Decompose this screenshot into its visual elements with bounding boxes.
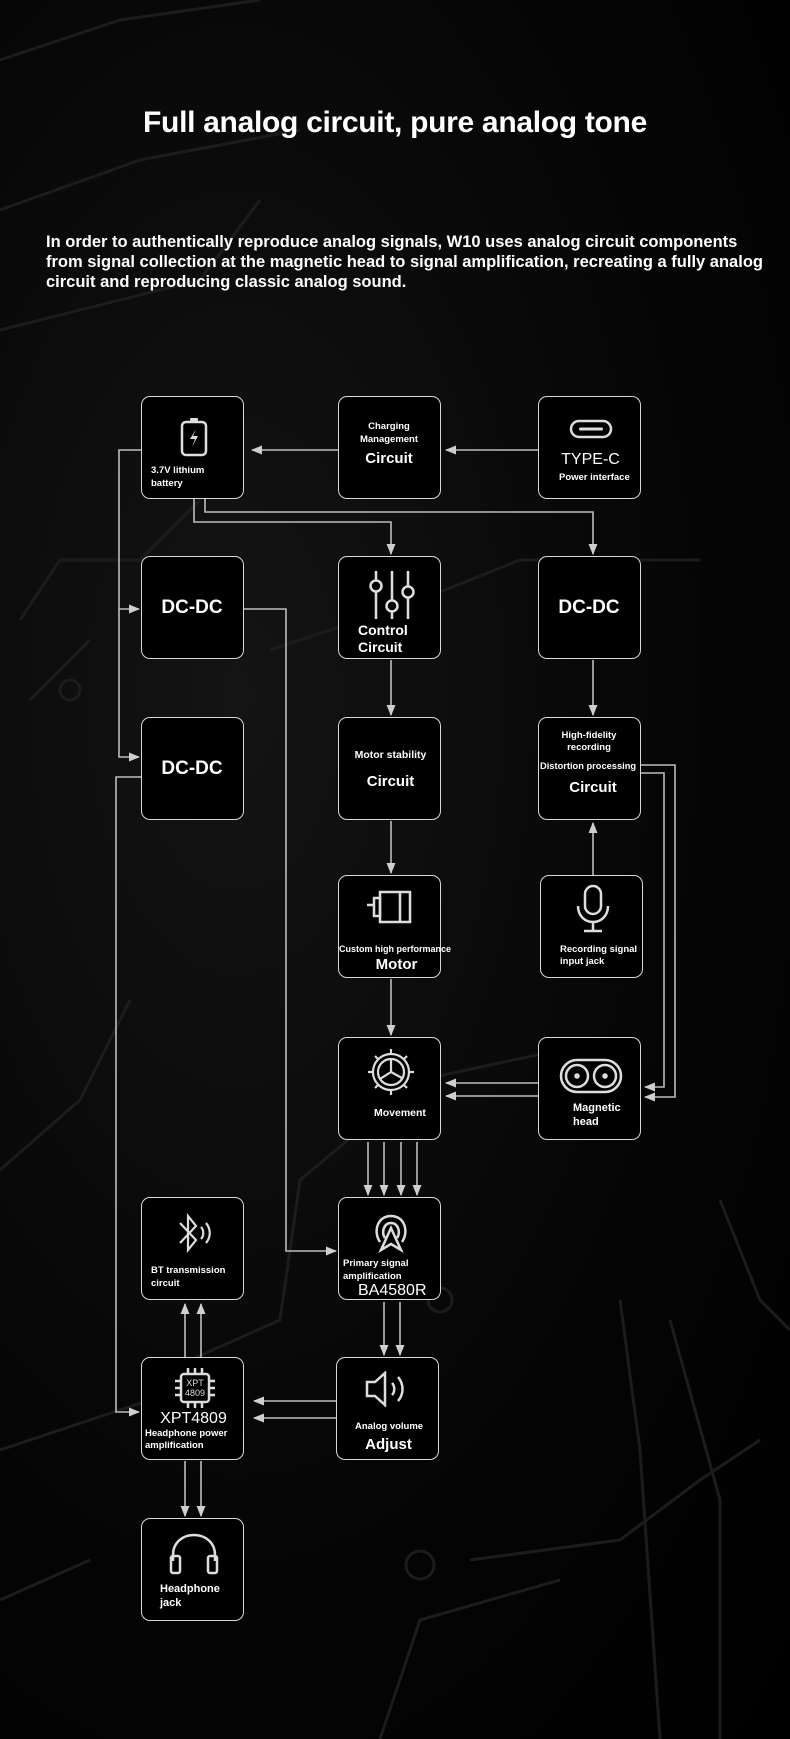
analog-volume-block: Analog volume Adjust — [336, 1357, 439, 1460]
battery-icon — [180, 418, 208, 457]
sliders-icon — [369, 571, 415, 619]
charging-management-block: Charging Management Circuit — [338, 396, 441, 499]
gear-icon — [368, 1049, 414, 1095]
motor-stability-main: Circuit — [366, 773, 415, 790]
bt-transmission-block: BT transmission circuit — [141, 1197, 244, 1300]
headphone-label-2: jack — [160, 1597, 182, 1609]
xpt4809-block: XPT 4809 XPT4809 Headphone power amplifi… — [141, 1357, 244, 1460]
headphone-jack-block: Headphone jack — [141, 1518, 244, 1621]
headphone-label-1: Headphone — [160, 1583, 220, 1595]
control-circuit-block: Control Circuit — [338, 556, 441, 659]
tape-head-icon — [559, 1058, 623, 1094]
control-label-2: Circuit — [358, 639, 403, 655]
volume-label: Adjust — [365, 1436, 412, 1453]
wire-hifi-to-head-1 — [641, 764, 676, 1102]
chip-text-2: 4809 — [185, 1388, 205, 1398]
mic-label-1: Recording signal — [560, 944, 638, 955]
dcdc1-label: DC-DC — [161, 597, 223, 618]
motor-icon — [367, 890, 412, 924]
wire-battery-to-dcdc3 — [204, 499, 598, 556]
microphone-icon — [576, 884, 610, 933]
battery-label-1: 3.7V lithium — [151, 465, 205, 476]
primary-label-2: amplification — [343, 1271, 402, 1282]
motor-block: Custom high performance Motor — [338, 875, 452, 978]
xpt-label: XPT4809 — [160, 1410, 227, 1427]
magnetic-head-label-2: head — [573, 1116, 599, 1128]
wire-battery-to-control — [193, 499, 396, 556]
motor-stability-block: Motor stability Circuit — [338, 717, 441, 820]
movement-label: Movement — [374, 1107, 426, 1119]
battery-label-2: battery — [151, 478, 183, 489]
bluetooth-icon — [179, 1212, 211, 1254]
primary-label-1: Primary signal — [343, 1258, 409, 1269]
battery-block: 3.7V lithium battery — [141, 396, 244, 499]
primary-amplification-block: Primary signal amplification BA4580R — [338, 1197, 441, 1300]
speaker-icon — [365, 1371, 404, 1407]
chip-text-1: XPT — [186, 1378, 204, 1388]
chip-icon: XPT 4809 — [175, 1368, 215, 1408]
usb-c-icon — [569, 419, 613, 439]
xpt-label-2: amplification — [145, 1440, 204, 1451]
hifi-recording-block: High-fidelity recording Distortion proce… — [538, 717, 641, 820]
signal-antenna-icon — [375, 1214, 407, 1254]
typec-sublabel: Power interface — [559, 472, 630, 483]
motor-label: Motor — [375, 956, 418, 973]
motor-sublabel: Custom high performance — [339, 944, 452, 954]
hifi-label-1: High-fidelity — [561, 730, 617, 741]
magnetic-head-block: Magnetic head — [538, 1037, 641, 1140]
mic-label-2: input jack — [560, 956, 605, 967]
magnetic-head-label-1: Magnetic — [573, 1102, 621, 1114]
control-label-1: Control — [358, 622, 408, 638]
charging-label-1: Charging — [368, 421, 410, 432]
dcdc2-label: DC-DC — [161, 758, 223, 779]
wire-hifi-to-head-2 — [641, 772, 665, 1092]
bt-label-1: BT transmission — [151, 1265, 226, 1276]
dcdc-block-3: DC-DC — [538, 556, 641, 659]
wire-battery-to-dcdc1 — [118, 449, 141, 614]
bt-label-2: circuit — [151, 1278, 180, 1289]
dcdc-block-1: DC-DC — [141, 556, 244, 659]
primary-chip-label: BA4580R — [358, 1282, 427, 1299]
page-title: Full analog circuit, pure analog tone — [143, 106, 647, 139]
charging-label-main: Circuit — [365, 450, 413, 467]
wire-dcdc1-to-primary — [244, 608, 338, 1256]
hifi-label-2: recording — [567, 742, 611, 753]
typec-label: TYPE-C — [561, 451, 620, 468]
recording-input-block: Recording signal input jack — [540, 875, 643, 978]
wire-dcdc2-to-xpt — [115, 776, 141, 1417]
motor-stability-label: Motor stability — [354, 749, 427, 761]
typec-block: TYPE-C Power interface — [538, 396, 641, 499]
dcdc3-label: DC-DC — [558, 597, 620, 618]
intro-paragraph: In order to authentically reproduce anal… — [46, 233, 763, 291]
movement-block: Movement — [338, 1037, 441, 1140]
dcdc-block-2: DC-DC — [141, 717, 244, 820]
hifi-label-3: Distortion processing — [540, 761, 637, 771]
charging-label-2: Management — [359, 434, 419, 445]
hifi-label-main: Circuit — [569, 779, 617, 796]
wire-bus-to-dcdc2 — [118, 609, 141, 762]
headphones-icon — [169, 1533, 219, 1575]
xpt-label-1: Headphone power — [145, 1428, 228, 1439]
volume-sublabel: Analog volume — [355, 1421, 424, 1432]
